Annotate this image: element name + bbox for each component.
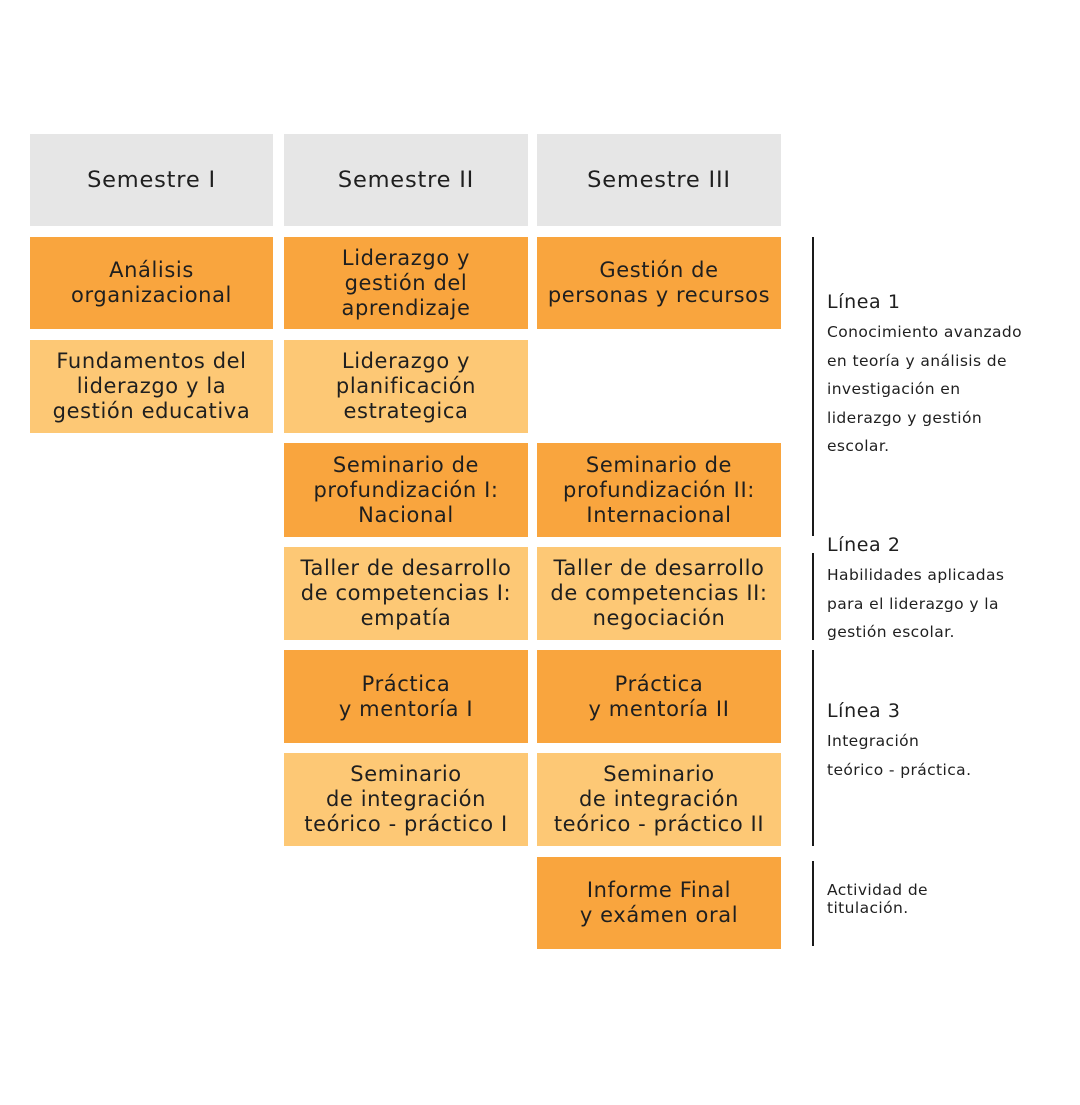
header-semestre-1: Semestre I [30, 134, 273, 226]
course-practica-mentoria-1: Práctica y mentoría I [284, 650, 528, 743]
header-semestre-3: Semestre III [537, 134, 781, 226]
linea-1-title: Línea 1 [827, 291, 901, 313]
course-gestion-personas: Gestión de personas y recursos [537, 237, 781, 329]
course-taller-competencias-2: Taller de desarrollo de competencias II:… [537, 547, 781, 640]
course-seminario-profundizacion-2: Seminario de profundización II: Internac… [537, 443, 781, 537]
course-taller-competencias-1: Taller de desarrollo de competencias I: … [284, 547, 528, 640]
linea-3-title: Línea 3 [827, 700, 901, 722]
header-semestre-2: Semestre II [284, 134, 528, 226]
linea-2-description: Habilidades aplicadas para el liderazgo … [827, 566, 1005, 641]
linea-3-description: Integración teórico - práctica. [827, 732, 972, 779]
course-analisis-organizacional: Análisis organizacional [30, 237, 273, 329]
course-liderazgo-aprendizaje: Liderazgo y gestión del aprendizaje [284, 237, 528, 329]
course-seminario-integracion-1: Seminario de integración teórico - práct… [284, 753, 528, 846]
course-fundamentos-liderazgo: Fundamentos del liderazgo y la gestión e… [30, 340, 273, 433]
bracket-linea-3 [812, 650, 814, 846]
bracket-titulacion [812, 861, 814, 946]
course-practica-mentoria-2: Práctica y mentoría II [537, 650, 781, 743]
course-seminario-profundizacion-1: Seminario de profundización I: Nacional [284, 443, 528, 537]
course-seminario-integracion-2: Seminario de integración teórico - práct… [537, 753, 781, 846]
linea-1-description: Conocimiento avanzado en teoría y anális… [827, 323, 1023, 455]
course-liderazgo-planificacion: Liderazgo y planificación estrategica [284, 340, 528, 433]
course-informe-final: Informe Final y exámen oral [537, 857, 781, 949]
bracket-linea-2 [812, 553, 814, 640]
bracket-linea-1 [812, 237, 814, 536]
titulacion-note: Actividad de titulación. [827, 881, 928, 917]
linea-2-title: Línea 2 [827, 534, 901, 556]
